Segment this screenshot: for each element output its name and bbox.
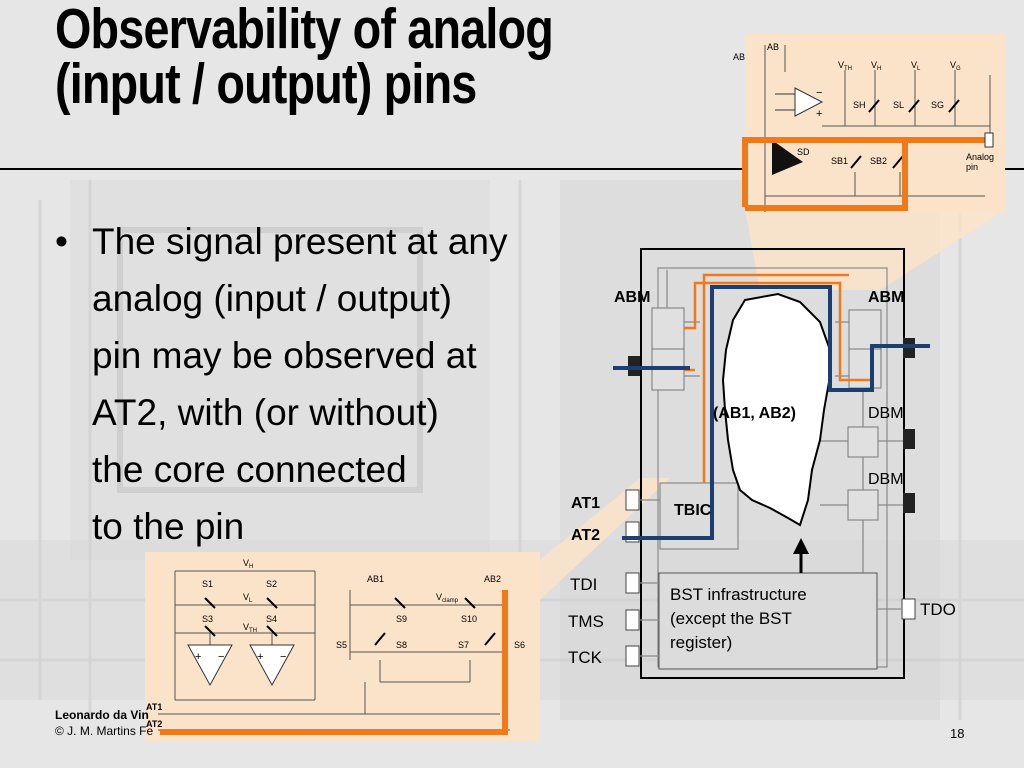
- page-number: 18: [950, 726, 965, 741]
- bullet-dot: •: [55, 221, 68, 262]
- bullet-line: to the pin: [92, 506, 245, 547]
- chip-diagram: ABM ABM (AB1, AB2) DBM DBM AT1 AT2 TBIC …: [568, 248, 956, 679]
- s5-label: S5: [336, 640, 347, 650]
- tbic-label: TBIC: [674, 502, 712, 519]
- s10-label: S10: [461, 614, 477, 624]
- dbm-block-1: [847, 426, 879, 458]
- dbm-label-1: DBM: [868, 405, 904, 422]
- title-divider: [0, 168, 1024, 170]
- ab1-label: AB1: [367, 574, 384, 584]
- s1-label: S1: [202, 579, 213, 589]
- s7-label: S7: [458, 640, 469, 650]
- tbic-vth-label: VTH: [243, 622, 257, 634]
- core-logic-blob: [721, 292, 832, 527]
- vg-label: VG: [950, 60, 961, 72]
- opamp-minus: −: [816, 87, 822, 99]
- sd-label: SD: [797, 147, 810, 157]
- sb1-label: SB1: [831, 156, 848, 166]
- pin-at1: [625, 489, 640, 511]
- s9-label: S9: [396, 614, 407, 624]
- sl-label: SL: [893, 100, 904, 110]
- bullet-line: The signal present at any: [92, 221, 508, 262]
- opamp1-minus: −: [218, 651, 224, 663]
- bullet-line: pin may be observed at: [92, 335, 477, 376]
- bullet-line: analog (input / output): [92, 278, 452, 319]
- tbic-at2-label: AT2: [146, 719, 162, 729]
- pin-tck: [625, 645, 640, 667]
- pin-tdi: [625, 572, 640, 594]
- bullet-line: the core connected: [92, 449, 407, 490]
- opamp2-minus: −: [280, 651, 286, 663]
- title-line: (input / output) pins: [55, 52, 477, 116]
- at1-label: AT1: [571, 495, 600, 512]
- dbm-block-2: [847, 489, 879, 521]
- pin-tdo: [901, 598, 916, 620]
- s2-label: S2: [266, 579, 277, 589]
- opamp2-plus: +: [257, 651, 263, 663]
- bst-infrastructure-box: [658, 572, 878, 670]
- vl-label: VL: [911, 60, 921, 72]
- chip-outline: [640, 248, 905, 679]
- bst-box-line-1: BST infrastructure: [670, 585, 807, 604]
- s8-label: S8: [396, 640, 407, 650]
- tdo-label: TDO: [920, 600, 956, 619]
- abm-opamp-symbol: [794, 87, 824, 117]
- pin-pad-dbm1: [903, 429, 915, 449]
- tbic-opamp-2: [249, 644, 295, 687]
- analog-pin-label-1: Analog: [966, 152, 994, 162]
- tbic-schematic-inset: + − + − VH VL VTH Vclamp S1 S2 S3 S4 AB1…: [145, 552, 540, 742]
- opamp1-plus: +: [195, 651, 201, 663]
- abm-top-label-1: AB: [733, 52, 745, 62]
- opamp-plus: +: [816, 108, 822, 120]
- vth-label: VTH: [838, 60, 852, 72]
- bst-arrow-head: [793, 538, 809, 554]
- abm-right-label: ABM: [868, 289, 904, 306]
- bullet-line: AT2, with (or without): [92, 392, 439, 433]
- s4-label: S4: [266, 614, 277, 624]
- sh-label: SH: [853, 100, 866, 110]
- abm-schematic-inset: − + AB AB VTH VH VL VG SH SL SG SD SB1 S…: [733, 34, 1005, 212]
- page-title: Observability of analog (input / output)…: [55, 0, 554, 116]
- title-line: Observability of analog: [55, 0, 554, 61]
- tms-label: TMS: [568, 612, 604, 631]
- sd-driver-symbol: [772, 140, 803, 175]
- at2-label: AT2: [571, 527, 600, 544]
- abm-left-label: ABM: [614, 289, 650, 306]
- pin-pad-dbm2: [903, 493, 915, 513]
- tbic-vh-label: VH: [243, 558, 253, 570]
- sb2-label: SB2: [870, 156, 887, 166]
- s6-label: S6: [514, 640, 525, 650]
- abm-top-label-2: AB: [767, 42, 779, 52]
- tbic-at1-label: AT1: [146, 702, 162, 712]
- pin-tms: [625, 609, 640, 631]
- tdi-label: TDI: [570, 575, 597, 594]
- footer-copyright: © J. M. Martins Fe: [55, 724, 154, 738]
- s3-label: S3: [202, 614, 213, 624]
- core-label: (AB1, AB2): [713, 405, 796, 422]
- vh-label: VH: [871, 60, 881, 72]
- ab2-label: AB2: [484, 574, 501, 584]
- bst-box-line-2: (except the BST: [670, 609, 792, 628]
- footer-course: Leonardo da Vin: [55, 708, 149, 722]
- sg-label: SG: [931, 100, 944, 110]
- tck-label: TCK: [568, 648, 603, 667]
- tbic-vl-label: VL: [243, 592, 253, 604]
- bst-box-line-3: register): [670, 633, 732, 652]
- dbm-label-2: DBM: [868, 471, 904, 488]
- analog-pin-label-2: pin: [966, 162, 978, 172]
- tbic-opamp-1: [187, 644, 233, 687]
- vclamp-label: Vclamp: [436, 592, 459, 604]
